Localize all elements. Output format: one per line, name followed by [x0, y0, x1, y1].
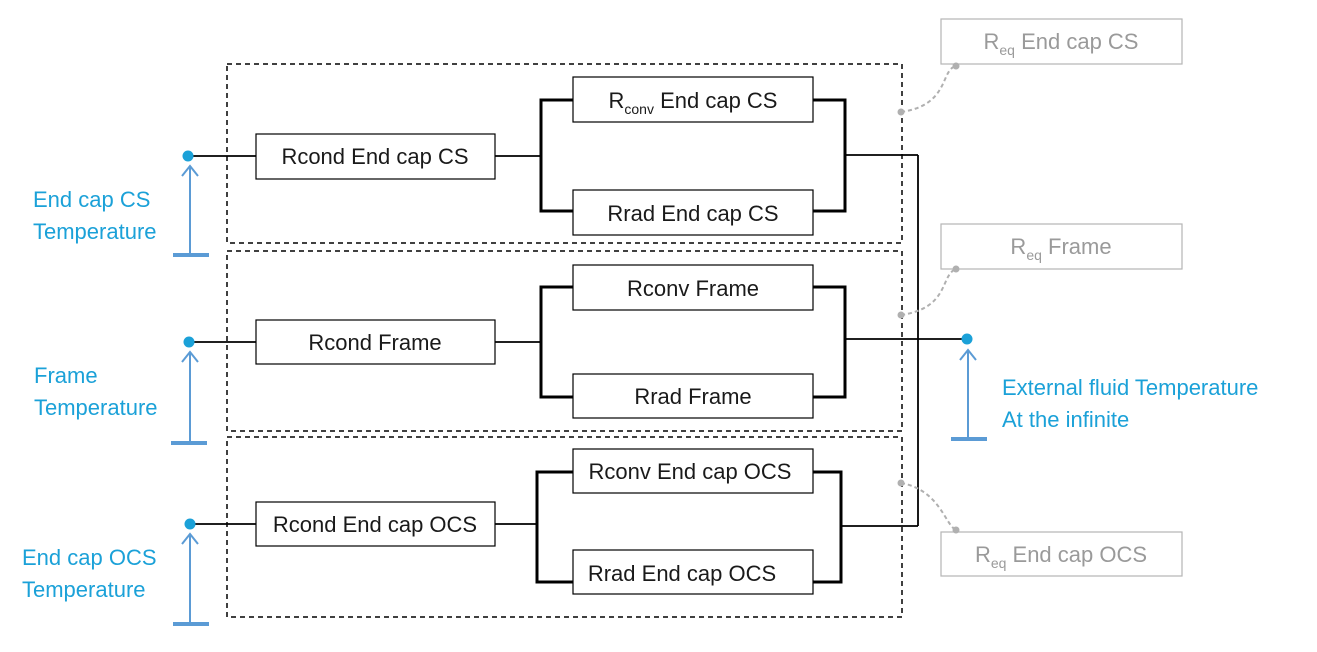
rcond-box-end-cap-ocs: Rcond End cap OCS [255, 501, 496, 547]
group-frame-end-cap-cs [226, 63, 903, 244]
rconv-box-frame: Rconv Frame [572, 264, 814, 311]
external-bus [845, 155, 966, 526]
rcond-label-frame: Rcond Frame [308, 330, 441, 355]
rconv-label-main: R [609, 88, 625, 113]
rrad-box-end-cap-cs: Rrad End cap CS [572, 189, 814, 236]
rrad-label-frame: Rrad Frame [634, 384, 751, 409]
req-label-end-cap-ocs: Req End cap OCS [975, 542, 1147, 571]
group-end-cap-ocs: Rcond End cap OCS Rconv End cap OCS Rrad… [22, 448, 918, 626]
group-end-cap-cs: Rcond End cap CS Rconv End cap CS Rrad E… [33, 76, 918, 257]
temperature-label-end-cap-cs-line1: End cap CS [33, 187, 150, 212]
req-callout-end-cap-ocs: Req End cap OCS [897, 479, 1183, 577]
rconv-label-end-cap-ocs: Rconv End cap OCS [589, 459, 792, 484]
temperature-label-end-cap-ocs-line1: End cap OCS [22, 545, 157, 570]
rrad-box-end-cap-ocs: Rrad End cap OCS [572, 549, 814, 595]
rcond-box-frame: Rcond Frame [255, 319, 496, 365]
temperature-label-end-cap-cs-line2: Temperature [33, 219, 157, 244]
rconv-box-end-cap-cs: Rconv End cap CS [572, 76, 814, 123]
rcond-label-end-cap-cs: Rcond End cap CS [281, 144, 468, 169]
rconv-label-end-cap-cs: Rconv End cap CS [609, 88, 778, 117]
rconv-label-sub: conv [624, 101, 654, 117]
req-callout-frame: Req Frame [897, 223, 1183, 319]
external-fluid-label-line2: At the infinite [1002, 407, 1129, 432]
rconv-box-end-cap-ocs: Rconv End cap OCS [572, 448, 814, 494]
temperature-label-frame-line2: Temperature [34, 395, 158, 420]
group-frame-end-cap-ocs [226, 436, 903, 618]
external-fluid-label-line1: External fluid Temperature [1002, 375, 1258, 400]
group-frame: Rcond Frame Rconv Frame Rrad Frame Frame… [34, 264, 847, 445]
rcond-label-end-cap-ocs: Rcond End cap OCS [273, 512, 477, 537]
temperature-source-frame [171, 336, 207, 445]
rconv-label-rest: End cap CS [654, 88, 778, 113]
temperature-source-end-cap-cs [173, 150, 209, 257]
group-frame-frame [226, 250, 903, 432]
rrad-label-end-cap-ocs: Rrad End cap OCS [588, 561, 776, 586]
rcond-box-end-cap-cs: Rcond End cap CS [255, 133, 496, 180]
rconv-label-frame: Rconv Frame [627, 276, 759, 301]
temperature-label-end-cap-ocs-line2: Temperature [22, 577, 146, 602]
req-callout-end-cap-cs: Req End cap CS [897, 18, 1183, 116]
temperature-label-frame-line1: Frame [34, 363, 98, 388]
req-label-end-cap-cs: Req End cap CS [984, 29, 1139, 58]
rrad-label-end-cap-cs: Rrad End cap CS [607, 201, 778, 226]
rrad-box-frame: Rrad Frame [572, 373, 814, 419]
external-fluid-source [951, 333, 987, 441]
req-label-frame: Req Frame [1010, 234, 1111, 263]
temperature-source-end-cap-ocs [173, 518, 209, 626]
